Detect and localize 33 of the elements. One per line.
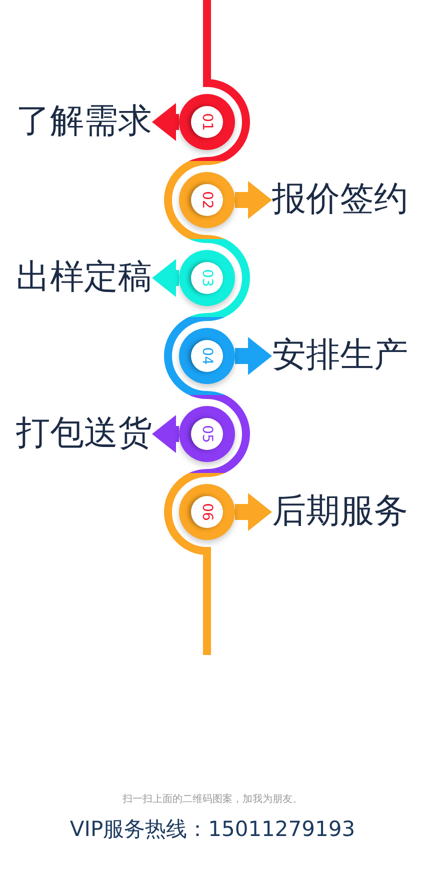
step-circle <box>179 250 235 306</box>
step-number: 03 <box>191 262 223 294</box>
hotline-text: VIP服务热线：15011279193 <box>68 816 356 843</box>
arrow <box>235 181 272 219</box>
connector-line <box>203 0 250 122</box>
step-number: 04 <box>191 340 223 372</box>
arrow <box>152 103 179 141</box>
step-label: 安排生产 <box>272 336 412 376</box>
step-circle <box>179 484 235 540</box>
arrow <box>152 415 179 453</box>
step-circle <box>179 172 235 228</box>
connector-line <box>164 356 250 434</box>
step-circle <box>179 94 235 150</box>
step-circle <box>179 406 235 462</box>
step-number: 01 <box>191 106 223 138</box>
step-label: 后期服务 <box>272 492 412 532</box>
connector-line <box>164 200 250 278</box>
connector-line <box>164 512 211 655</box>
arrow <box>152 259 179 297</box>
step-label: 了解需求 <box>12 102 152 142</box>
step-number: 06 <box>191 496 223 528</box>
caption-text: 扫一扫上面的二维码图案，加我为朋友。 <box>122 792 304 806</box>
step-circle <box>179 328 235 384</box>
step-label: 打包送货 <box>12 414 152 454</box>
step-label: 出样定稿 <box>12 258 152 298</box>
arrow <box>235 337 272 375</box>
connector-line <box>164 122 250 200</box>
connector-line <box>164 434 250 512</box>
arrow <box>235 493 272 531</box>
step-label: 报价签约 <box>272 180 412 220</box>
step-number: 05 <box>191 418 223 450</box>
step-number: 02 <box>191 184 223 216</box>
connector-line <box>164 278 250 356</box>
